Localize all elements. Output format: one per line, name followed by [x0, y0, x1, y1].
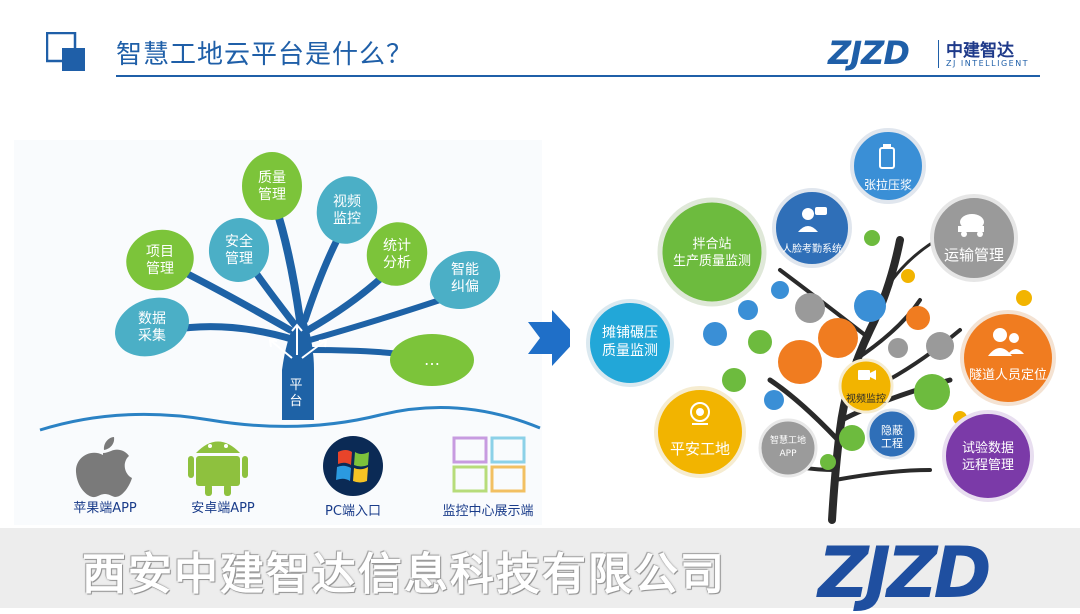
leaf-label-project: 项目 管理	[146, 244, 174, 277]
leaf-label-video: 视频 监控	[333, 194, 361, 227]
leaf-label-stats: 统计 分析	[383, 238, 411, 271]
node-label-video: 视频监控	[846, 394, 886, 405]
footer-logo: ZJZD	[818, 532, 992, 614]
brand-chinese-name: 中建智达	[946, 41, 1014, 61]
endpoint-label-monitor: 监控中心展示端	[442, 504, 534, 519]
node-label-tension-grouting: 张拉压浆	[863, 178, 912, 192]
trunk-label: 平台	[289, 378, 303, 409]
company-name: 西安中建智达信息科技有限公司	[82, 549, 726, 600]
node-label-mixing-station: 拌合站 生产质量监测	[672, 237, 751, 269]
page-title: 智慧工地云平台是什么？	[116, 40, 414, 70]
node-label-test-data: 试验数据 远程管理	[961, 441, 1014, 473]
leaf-label-data-collect: 数据 采集	[138, 311, 166, 344]
leaf-label-quality: 质量 管理	[258, 170, 286, 203]
node-label-face-attendance: 人脸考勤系统	[782, 244, 842, 255]
node-label-hidden-works: 隐蔽 工程	[881, 424, 903, 450]
node-label-transport: 运输管理	[943, 246, 1004, 264]
slide-header: 智慧工地云平台是什么？ ZJZD 中建智达 ZJ INTELLIGENT	[0, 0, 1080, 80]
endpoint-label-android: 安卓端APP	[191, 501, 255, 516]
footer-banner	[0, 528, 1080, 608]
brand-divider	[938, 40, 939, 68]
header-divider	[116, 75, 1040, 77]
node-label-app: 智慧工地 APP	[769, 436, 806, 459]
endpoint-label-apple: 苹果端APP	[73, 501, 137, 516]
endpoint-label-pc: PC端入口	[325, 504, 381, 519]
node-label-tunnel-positioning: 隧道人员定位	[968, 368, 1047, 383]
leaf-label-safety: 安全 管理	[225, 234, 253, 267]
brand-english-name: ZJ INTELLIGENT	[946, 59, 1030, 68]
node-label-safe-site: 平安工地	[669, 440, 730, 458]
leaf-label-more: …	[424, 350, 440, 369]
node-label-paving: 摊铺碾压 质量监测	[602, 325, 658, 359]
square-logo-icon	[46, 32, 85, 71]
brand-mark: ZJZD	[828, 34, 910, 72]
leaf-label-correction: 智能 纠偏	[451, 262, 479, 295]
brand-logo: ZJZD 中建智达 ZJ INTELLIGENT	[828, 34, 1048, 74]
